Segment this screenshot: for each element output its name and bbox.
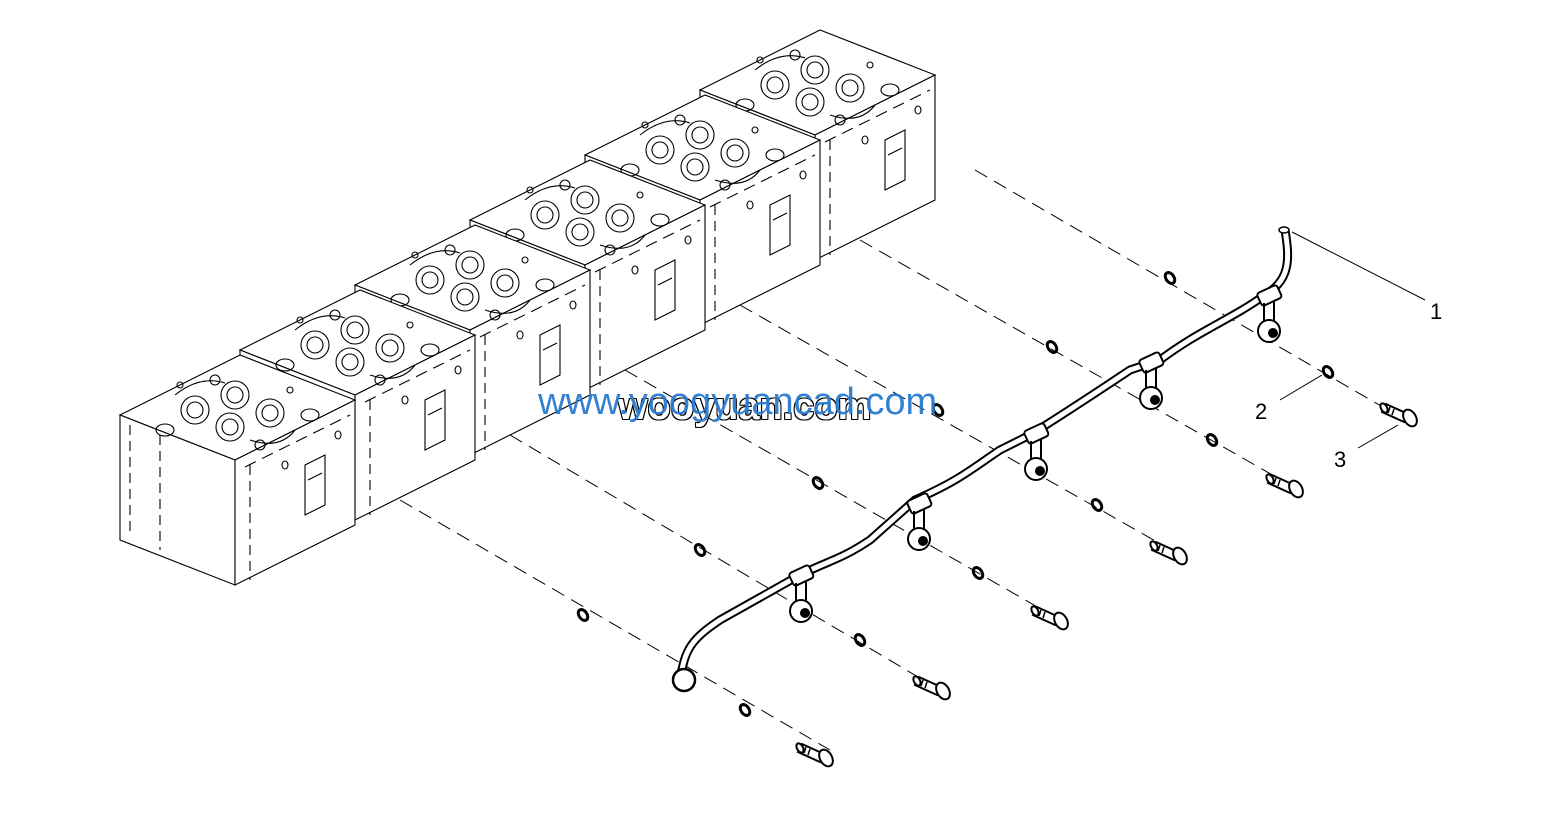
- cylinder-head-1: [119, 354, 356, 586]
- watermark-blue: www.yoogyuancad.com: [538, 381, 938, 423]
- banjo-fittings: [787, 283, 1284, 623]
- fuel-return-pipe: [671, 226, 1293, 693]
- callout-leaders: [1279, 231, 1426, 449]
- banjo-bolts: [793, 401, 1421, 770]
- callout-2-washer: 2: [1255, 399, 1268, 424]
- callout-3-bolt: 3: [1334, 447, 1347, 472]
- callout-1-pipe: 1: [1430, 299, 1443, 324]
- watermark-black: wooyuan.com: [618, 386, 872, 428]
- assembly-lines: [399, 169, 1406, 751]
